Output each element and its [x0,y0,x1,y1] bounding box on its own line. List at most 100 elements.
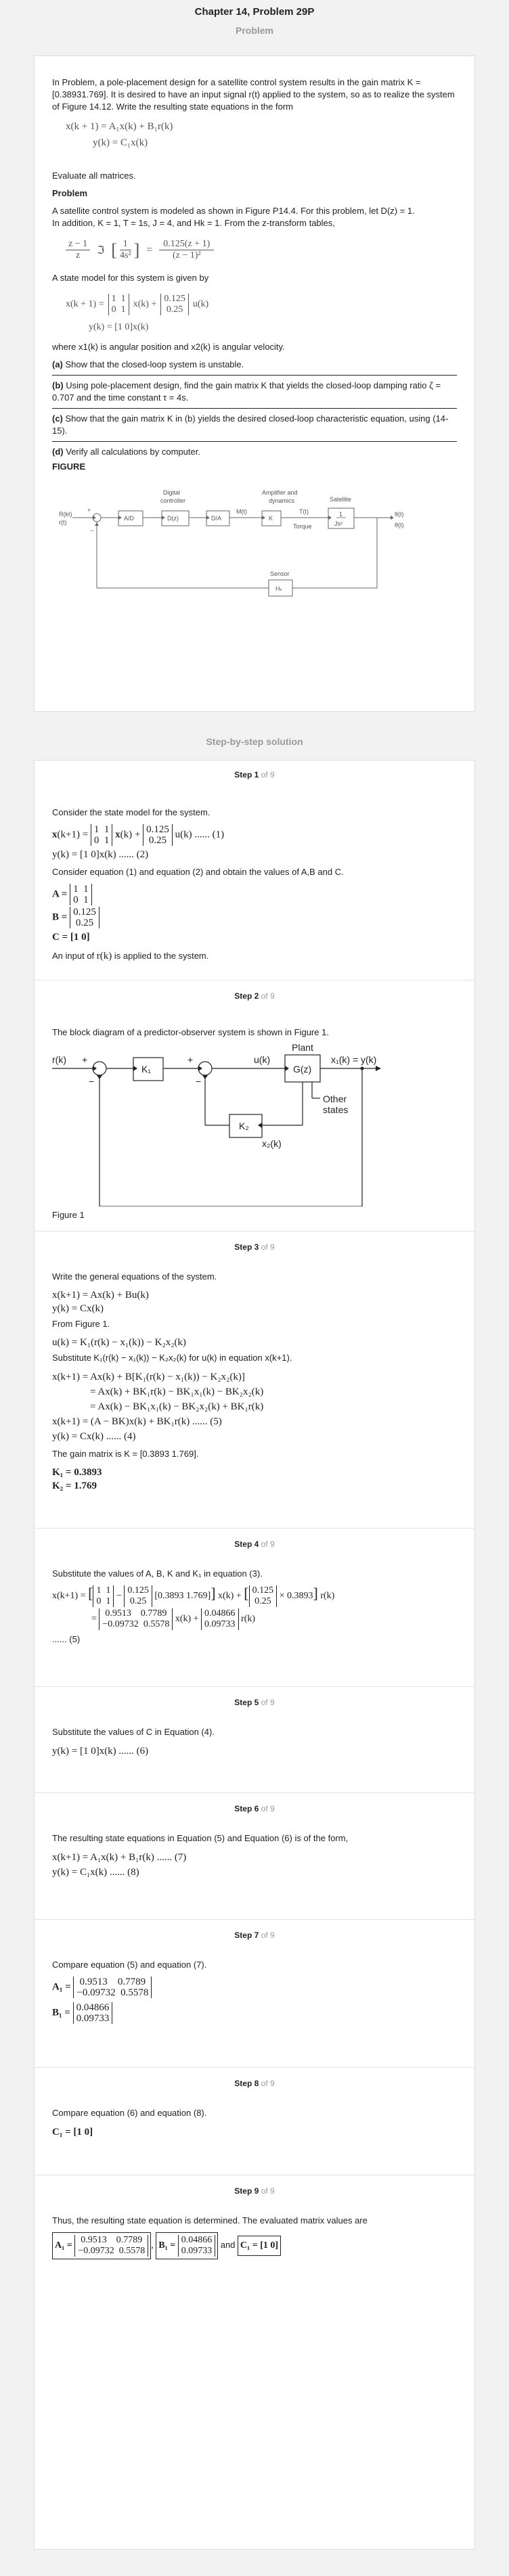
step-6-eq-1: x(k+1) = A₁x(k) + B₁r(k) ...... (7) [52,1852,187,1863]
step-7-text-1: Compare equation (5) and equation (7). [52,1960,207,1970]
fig-sat: Satellite [330,496,351,503]
fig-plus: + [87,507,91,514]
tf-left-num: z − 1 [66,239,91,250]
step-1-body: Consider the state model for the system.… [52,779,457,973]
step-5-eq-1: y(k) = [1 0]x(k) ...... (6) [52,1746,149,1757]
solution-section-tag: Step-by-step solution [206,736,303,747]
diag-minus-1: − [89,1076,94,1087]
step-7-header: Step 7 of 9 [234,1930,275,1940]
step-3-text-1: Write the general equations of the syste… [52,1271,217,1282]
step-3-body: Write the general equations of the syste… [52,1252,457,1521]
sm-mid: x(k) + [133,299,157,309]
satellite-text-2: In addition, K = 1, T = 1s, J = 4, and H… [52,218,335,228]
step-9-body: Thus, the resulting state equation is de… [52,2196,457,2259]
fig-satden: Js² [334,520,342,527]
diag-plus-2: + [187,1054,193,1065]
fig-minus: − [90,527,93,534]
sm-lhs: x(k + 1) = [66,299,104,309]
step-9-C-box: C₁ = [1 0] [237,2236,282,2256]
sm-output-eq: y(k) = [1 0]x(k) [89,322,149,332]
step-2-header: Step 2 of 9 [234,991,275,1001]
step-3-eq-10: K₂ = 1.769 [52,1481,97,1491]
fig-tt: T(t) [299,508,309,515]
step-3-eq-9: K₁ = 0.3893 [52,1467,102,1478]
tf-right-num: 0.125(z + 1) [159,239,215,250]
tf-left-den: z [75,250,81,261]
step-5-body: Substitute the values of C in Equation (… [52,1707,457,1786]
tf-frac-den: 4s² [119,250,131,261]
fig-ad: A/D [124,515,135,522]
divider [52,375,457,376]
step-9-A-box: A₁ = 0.9513 0.7789−0.09732 0.5578 [52,2232,152,2259]
diag-plant: Plant [292,1044,313,1053]
question-c: Show that the gain matrix K in (b) yield… [52,413,449,436]
sm-rhs: u(k) [192,299,209,309]
step-1-text-2: Consider equation (1) and equation (2) a… [52,867,344,877]
tf-right-den: (z − 1)² [172,250,201,261]
step-7-body: Compare equation (5) and equation (7). A… [52,1940,457,2060]
step-7-A: A₁ = 0.9513 0.7789−0.09732 0.5578 [52,1976,457,1998]
fig-sensor: Sensor [270,570,290,577]
step-separator [35,1792,474,1793]
qa-label: (a) [52,359,63,369]
fig-theta: θ(t) [395,511,404,518]
question-b: Using pole-placement design, find the ga… [52,380,441,403]
satellite-text-1: A satellite control system is modeled as… [52,206,415,216]
fig-amp: Amplifier and [262,489,298,496]
step-1-eq-2: y(k) = [1 0]x(k) ...... (2) [52,849,149,860]
step-9-text-1: Thus, the resulting state equation is de… [52,2215,368,2225]
fig-hk: Hₖ [275,585,282,592]
diag-k1: K₁ [141,1064,151,1075]
step-3-eq-8: y(k) = Cx(k) ...... (4) [52,1431,136,1442]
step-1-text-1: Consider the state model for the system. [52,807,211,817]
diag-plus-1: + [82,1054,87,1065]
problem-label: Problem [52,188,88,198]
step-4-header: Step 4 of 9 [234,1539,275,1549]
step-1-header: Step 1 of 9 [234,770,275,779]
step-3-text-2: From Figure 1. [52,1319,110,1329]
step-2-text-1: The block diagram of a predictor-observe… [52,1027,329,1037]
sm-B-matrix: 0.125 0.25 [160,294,189,315]
fig-rkt: R(kt) [59,511,72,518]
diag-output: x₁(k) = y(k) [331,1054,376,1065]
step-6-body: The resulting state equations in Equatio… [52,1813,457,1912]
solution-card: Step 1 of 9 Consider the state model for… [34,760,475,2550]
step-6-text-1: The resulting state equations in Equatio… [52,1833,349,1843]
step-9-header: Step 9 of 9 [234,2186,275,2196]
fig-da: D/A [211,515,221,522]
step-6-header: Step 6 of 9 [234,1804,275,1813]
step-separator [35,1686,474,1687]
question-d: Verify all calculations by computer. [66,447,200,457]
divider [52,441,457,442]
step-separator [35,2067,474,2068]
diag-minus-2: − [196,1076,201,1087]
page-title: Chapter 14, Problem 29P [194,6,315,18]
step-3-eq-6: = Ax(k) − BK₁x₁(k) − BK₂x₂(k) + BK₁r(k) [90,1401,264,1412]
fig-mt: M(t) [236,508,247,515]
qd-label: (d) [52,447,64,457]
step-5-header: Step 5 of 9 [234,1698,275,1707]
fig-controller: controller [160,497,185,504]
step-6-eq-2: y(k) = C₁x(k) ...... (8) [52,1867,139,1878]
fig-rt: r(t) [59,519,67,526]
evaluate-text: Evaluate all matrices. [52,171,136,181]
problem-section-tag: Problem [235,25,273,36]
step-9-result: A₁ = 0.9513 0.7789−0.09732 0.5578, B₁ = … [52,2232,457,2259]
figure-1-caption: Figure 1 [52,1210,85,1220]
step-8-eq-1: C₁ = [1 0] [52,2127,93,2138]
tf-frac-num: 1 [119,239,131,250]
step-3-header: Step 3 of 9 [234,1242,275,1252]
fig-dyn: dynamics [269,497,295,504]
fig-satnum: 1 [339,511,342,518]
step-8-body: Compare equation (6) and equation (8). C… [52,2088,457,2168]
step-4-eq-2: = 0.9513 0.7789−0.09732 0.5578 x(k) + 0.… [91,1608,256,1630]
step-3-eq-7: x(k+1) = (A − BK)x(k) + BK₁r(k) ...... (… [52,1416,222,1427]
diag-k2: K₂ [239,1121,249,1131]
qc-label: (c) [52,413,63,424]
step-separator [35,1528,474,1529]
qb-label: (b) [52,380,64,390]
